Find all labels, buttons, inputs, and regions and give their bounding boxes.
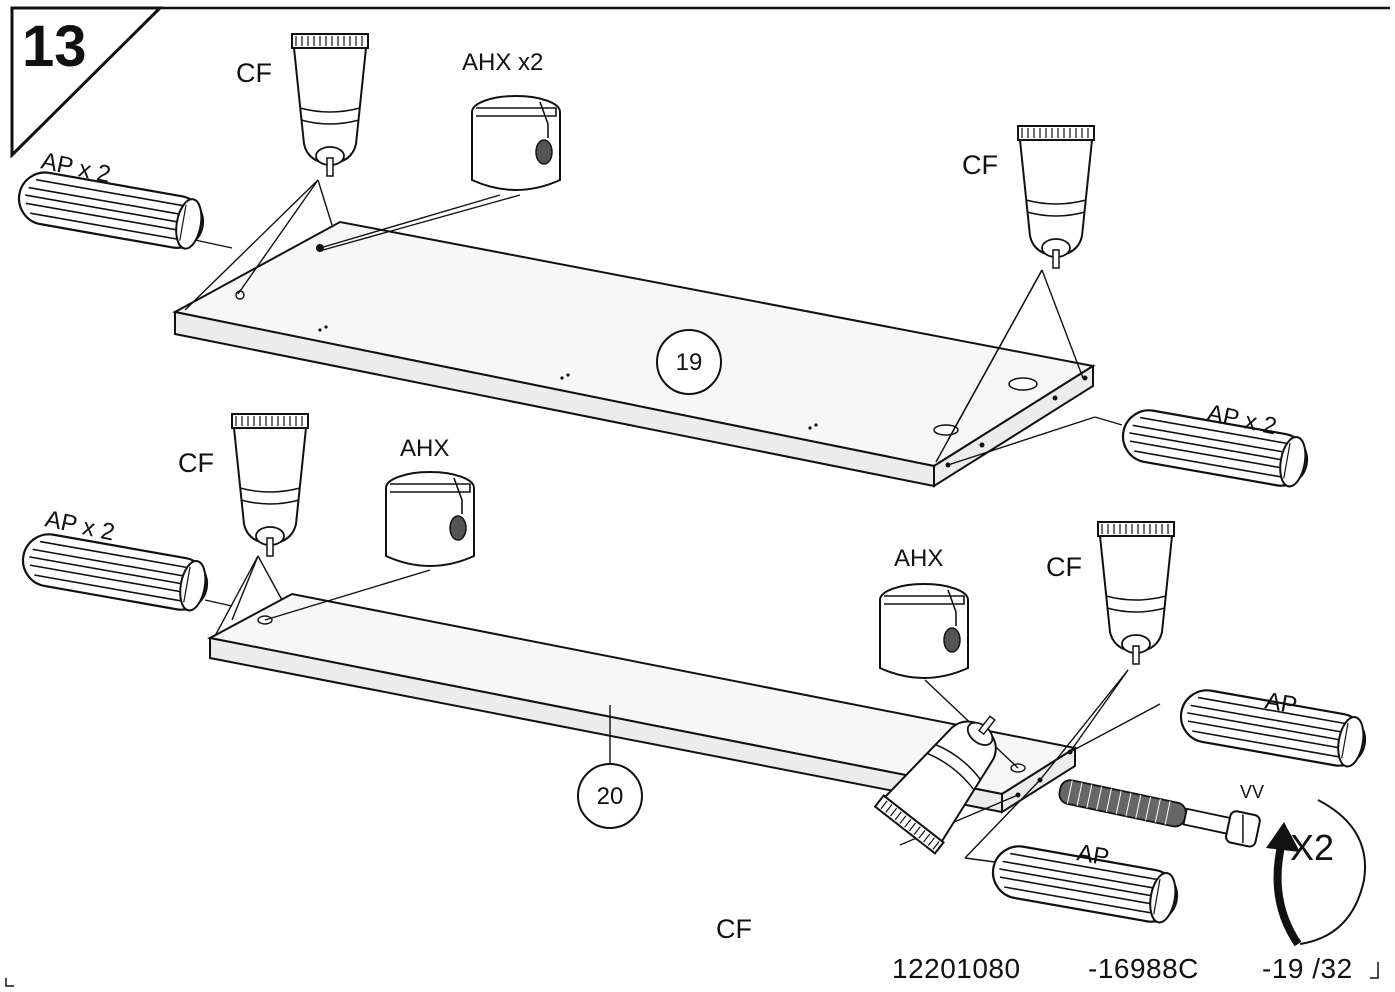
cam-lock-icon bbox=[879, 583, 969, 679]
cam-lock-icon bbox=[385, 471, 475, 567]
label-cf-mid-left: CF bbox=[178, 448, 214, 478]
label-cf-bottom-right: CF bbox=[1046, 552, 1082, 582]
footer-code-2: -16988C bbox=[1088, 953, 1199, 984]
footer-code-1: 12201080 bbox=[892, 953, 1021, 984]
footer: 12201080 -16988C -19 /32 bbox=[5, 953, 1379, 987]
label-cf-top-right: CF bbox=[962, 150, 998, 180]
panel-20: 20 bbox=[207, 592, 1078, 829]
leader-lines-top bbox=[184, 179, 1123, 466]
label-ahx-bottom-right: AHX bbox=[894, 545, 943, 572]
glue-tube-icon bbox=[291, 33, 369, 177]
screw-icon bbox=[1058, 779, 1261, 848]
label-ap-bottom-right: AP bbox=[1263, 687, 1299, 719]
cam-lock-icon bbox=[471, 95, 561, 191]
footer-page: -19 /32 bbox=[1262, 953, 1353, 984]
step-number: 13 bbox=[22, 14, 87, 79]
part-number-20: 20 bbox=[597, 783, 624, 810]
rotation-arrow-icon bbox=[1266, 799, 1366, 947]
glue-tube-icon bbox=[1017, 125, 1095, 269]
label-ahx-mid: AHX bbox=[400, 435, 449, 462]
step-number-badge: 13 bbox=[10, 6, 1390, 159]
glue-tube-icon bbox=[231, 413, 309, 557]
label-ahx-top: AHX x2 bbox=[462, 49, 543, 76]
dowel-icon bbox=[13, 167, 209, 254]
glue-tube-icon bbox=[1097, 521, 1175, 665]
label-cf-bottom: CF bbox=[716, 914, 752, 944]
label-vv: VV bbox=[1240, 782, 1264, 802]
part-number-19: 19 bbox=[676, 349, 703, 376]
dowel-icon bbox=[17, 529, 213, 615]
label-ap-bottom: AP bbox=[1075, 839, 1111, 871]
panel-19: 19 bbox=[172, 220, 1096, 488]
label-repeat: X2 bbox=[1290, 827, 1334, 868]
leader-lines-bottom bbox=[204, 555, 1161, 863]
label-cf-top-left: CF bbox=[236, 58, 272, 88]
